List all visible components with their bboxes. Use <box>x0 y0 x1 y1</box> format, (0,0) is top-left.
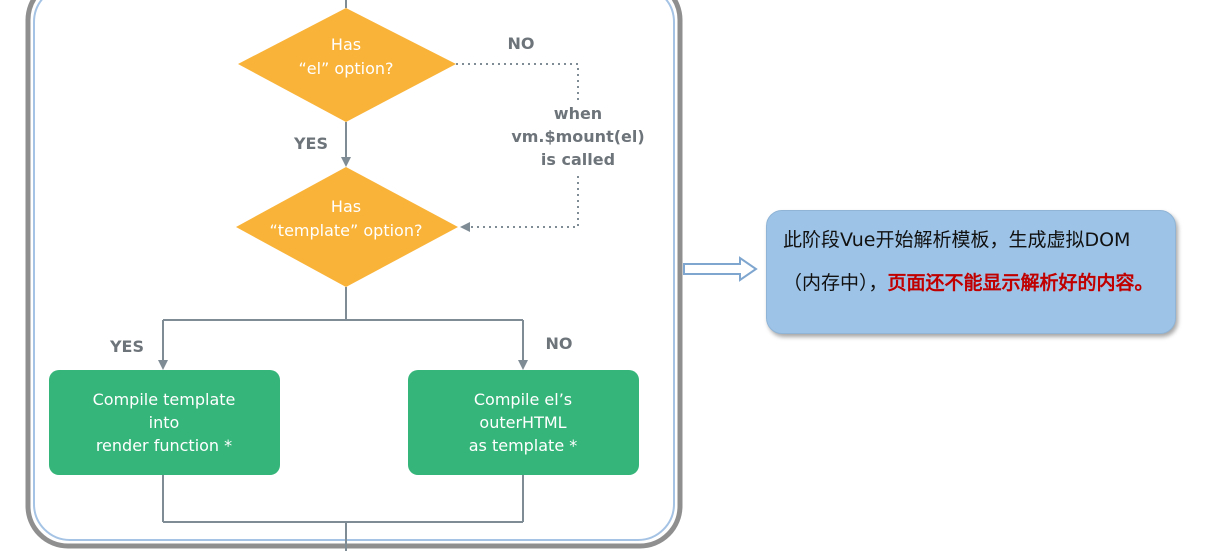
mount-note-line3: is called <box>541 150 615 169</box>
mount-note-line1: when <box>554 104 602 123</box>
compile-el-line1: Compile el’s <box>474 390 572 409</box>
decision-el-diamond <box>238 8 456 122</box>
mount-note-line2: vm.$mount(el) <box>511 127 644 146</box>
callout-text: 此阶段Vue开始解析模板，生成虚拟DOM（内存中）， <box>783 229 1131 294</box>
no-label-top: NO <box>508 34 535 53</box>
compile-el-line3: as template * <box>469 436 578 455</box>
decision-el-line1: Has <box>331 35 361 54</box>
yes-label-mid: YES <box>293 134 328 153</box>
compile-template-box <box>49 370 280 475</box>
compile-template-line2: into <box>149 413 180 432</box>
callout-note: 此阶段Vue开始解析模板，生成虚拟DOM（内存中），页面还不能显示解析好的内容。 <box>766 210 1176 334</box>
decision-el-line2: “el” option? <box>298 59 393 78</box>
no-label-right: NO <box>546 334 573 353</box>
decision-template-line2: “template” option? <box>270 221 423 240</box>
compile-el-line2: outerHTML <box>479 413 566 432</box>
callout-highlight-text: 页面还不能显示解析好的内容。 <box>887 272 1154 294</box>
compile-template-line3: render function * <box>96 436 232 455</box>
compile-template-line1: Compile template <box>93 390 236 409</box>
no-mount-path <box>456 63 579 232</box>
mount-note-bg <box>500 100 660 172</box>
yes-label-left: YES <box>109 337 144 356</box>
decision-template-line1: Has <box>331 197 361 216</box>
flowchart-panel-inner-border <box>33 0 675 541</box>
callout-arrow <box>683 256 758 282</box>
compile-el-box <box>408 370 639 475</box>
decision-template-diamond <box>236 167 458 287</box>
